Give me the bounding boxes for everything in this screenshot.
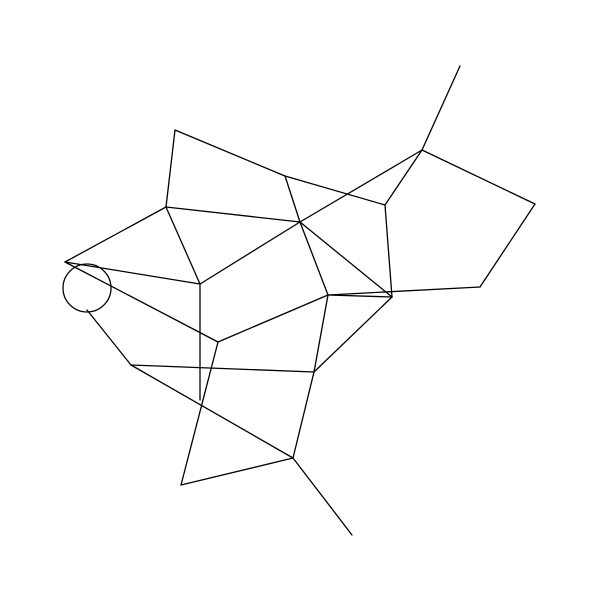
edge-d-p	[86, 309, 132, 366]
edge-n-o	[217, 294, 329, 343]
edge-b-f	[165, 206, 301, 223]
ring-circle	[62, 263, 112, 313]
edge-m-q	[313, 296, 393, 373]
edge-o-t	[180, 341, 219, 486]
edge-p-q	[130, 364, 315, 373]
edge-q-s	[292, 371, 315, 459]
edge-s-t	[180, 457, 294, 486]
edge-k-l	[479, 203, 536, 288]
edge-f-m	[299, 221, 393, 298]
edge-e-f	[199, 221, 301, 285]
edge-g-f	[284, 175, 301, 223]
edge-c-e	[64, 261, 201, 285]
edge-h-m	[384, 204, 393, 298]
edge-n-q	[313, 294, 329, 373]
edge-g-h	[284, 175, 386, 206]
edge-f-i	[299, 149, 423, 223]
edge-p-s	[130, 364, 294, 459]
edge-i-j	[421, 65, 461, 151]
edge-h-i	[384, 149, 423, 206]
edge-a-g	[174, 129, 286, 177]
edge-f-n	[299, 221, 329, 296]
edge-c-o	[64, 261, 219, 343]
edge-i-k	[421, 149, 536, 205]
edge-b-e	[165, 206, 201, 285]
edge-l-n	[327, 286, 481, 296]
edge-b-c	[64, 206, 167, 263]
edge-m-n	[327, 294, 393, 298]
edge-s-u	[292, 457, 353, 536]
edge-a-b	[165, 129, 176, 208]
